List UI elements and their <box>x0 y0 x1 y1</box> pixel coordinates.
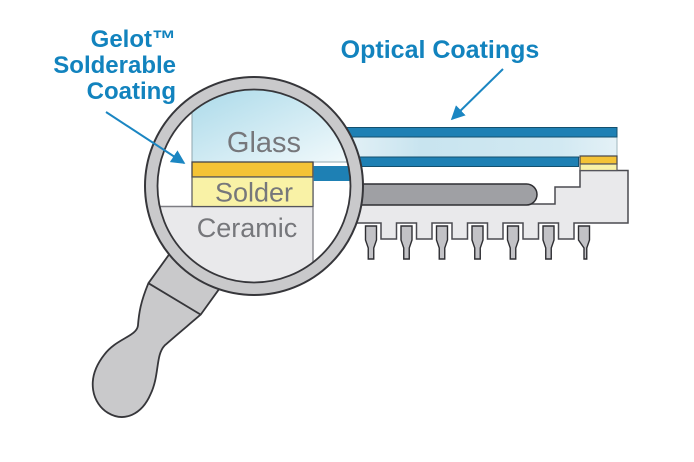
pin-row <box>364 225 591 260</box>
pin-3 <box>435 225 449 260</box>
gelot-coating-layer <box>191 161 314 178</box>
solder-layer <box>191 176 314 208</box>
gelot-callout-arrow <box>105 111 186 164</box>
sensor-package <box>333 127 629 260</box>
handle-collar-line <box>147 282 202 316</box>
optical-coating-magnified <box>313 166 351 181</box>
pin-1 <box>364 225 378 260</box>
solder-label: Solder <box>215 178 293 208</box>
gelot-callout-line-2: Solderable <box>53 52 176 79</box>
solder-pad-gold <box>579 155 618 165</box>
optical-callout-label: Optical Coatings <box>341 36 540 64</box>
glass-window <box>337 136 618 158</box>
pin-7 <box>577 225 591 260</box>
pin-2 <box>400 225 413 260</box>
solder-pad-yellow <box>579 163 618 172</box>
optical-coating-top <box>337 127 618 138</box>
gelot-callout: Gelot™ Solderable Coating <box>53 26 186 164</box>
optical-coating-bottom <box>337 156 579 167</box>
magnified-layers: Glass Solder Ceramic <box>157 89 351 283</box>
pin-4 <box>471 225 484 260</box>
pin-6 <box>542 225 555 260</box>
ceramic-label: Ceramic <box>197 213 298 243</box>
die-bar <box>333 183 538 206</box>
optical-callout: Optical Coatings <box>341 36 540 121</box>
glass-label: Glass <box>227 127 301 159</box>
gelot-callout-line-3: Coating <box>87 78 176 105</box>
magnifier-ring <box>144 76 364 296</box>
magnifier-handle <box>91 243 230 418</box>
pin-5 <box>506 225 520 260</box>
gelot-callout-line-1: Gelot™ <box>91 26 176 53</box>
optical-callout-arrow <box>450 68 504 121</box>
